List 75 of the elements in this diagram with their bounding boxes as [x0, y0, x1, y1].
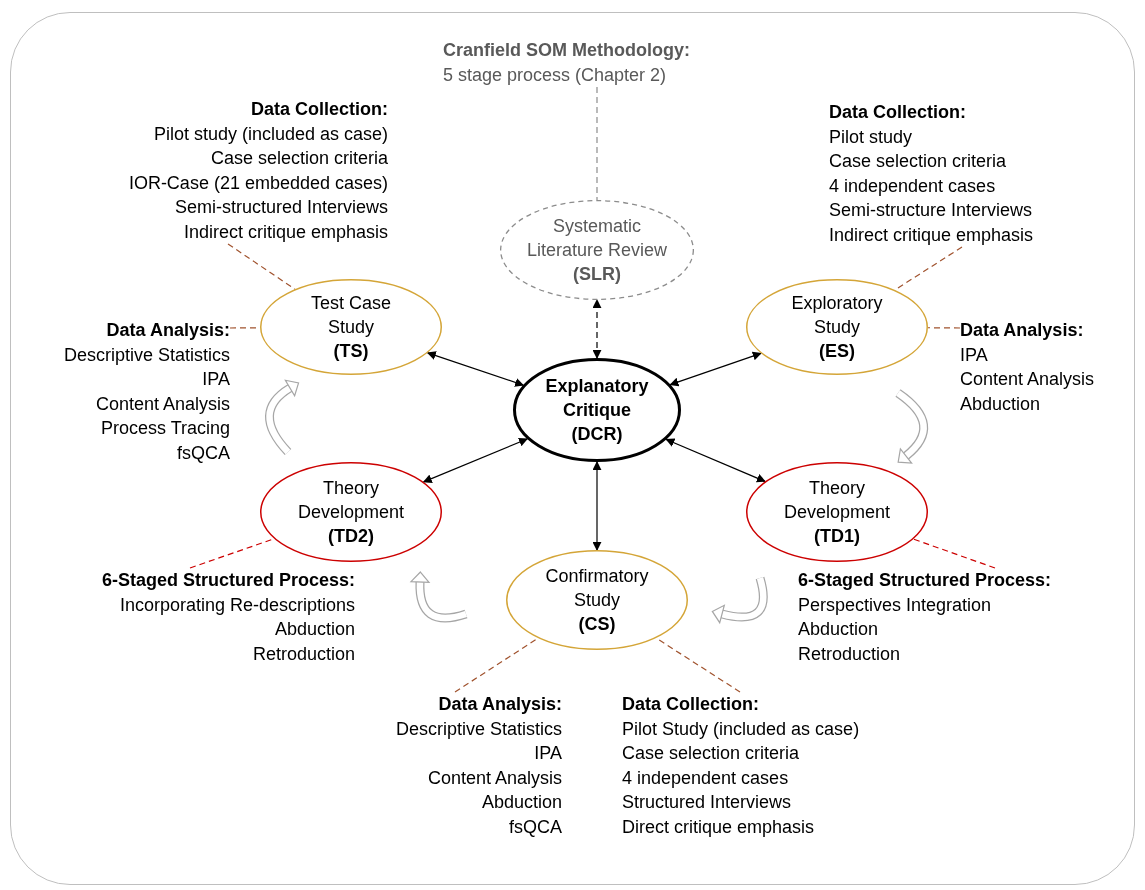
- list-item: Perspectives Integration: [798, 593, 992, 617]
- list-item: 4 independent cases: [829, 174, 996, 198]
- ellipse-node: [506, 550, 688, 650]
- node-label: (TS): [333, 340, 369, 363]
- list-item: IPA: [960, 343, 988, 367]
- list-item: Case selection criteria: [210, 147, 388, 170]
- list-item: Content Analysis: [427, 766, 562, 790]
- arrow: [422, 437, 529, 483]
- list-item: Pilot study (included as case): [153, 122, 388, 146]
- list-item: 5 stage process (Chapter 2): [443, 63, 667, 87]
- list-item: IPA: [202, 368, 230, 391]
- ellipse-node: [260, 279, 442, 375]
- node-label: (CS): [578, 613, 616, 636]
- list-item: IOR-Case (21 embedded cases): [128, 171, 388, 195]
- list-item: fsQCA: [177, 441, 230, 465]
- section-heading: Data Collection:: [622, 693, 759, 716]
- node-label: Explanatory Critique: [544, 375, 650, 422]
- leader-line: [454, 637, 539, 693]
- list-item: Case selection criteria: [622, 742, 800, 765]
- arrow: [665, 438, 766, 483]
- leader-line: [912, 538, 996, 569]
- node-label: (TD1): [814, 525, 860, 548]
- list-item: Indirect critique emphasis: [183, 220, 388, 244]
- list-item: 4 independent cases: [622, 766, 789, 790]
- list-item: Case selection criteria: [829, 150, 1007, 173]
- section-heading: Cranfield SOM Methodology:: [443, 39, 690, 62]
- node-label: Theory Development: [296, 477, 406, 524]
- list-item: Abduction: [481, 791, 562, 814]
- list-item: Descriptive Statistics: [395, 717, 562, 741]
- list-item: Indirect critique emphasis: [829, 223, 1034, 247]
- leader-line: [927, 327, 961, 329]
- ellipse-node: [513, 358, 681, 462]
- leader-line: [596, 86, 598, 201]
- list-item: Abduction: [274, 618, 355, 641]
- ellipse-node: [500, 200, 694, 300]
- node-label: (DCR): [571, 423, 623, 446]
- list-item: Abduction: [798, 618, 879, 641]
- list-item: Abduction: [960, 392, 1041, 416]
- section-heading: Data Analysis:: [438, 693, 562, 716]
- arrow: [669, 351, 762, 387]
- list-item: Retroduction: [798, 642, 901, 666]
- list-item: Process Tracing: [100, 417, 230, 440]
- node-label: Theory Development: [782, 477, 892, 524]
- arrow: [592, 299, 602, 359]
- node-label: Systematic Literature Review: [525, 215, 669, 262]
- list-item: Pilot Study (included as case): [622, 717, 860, 741]
- list-item: Structured Interviews: [622, 791, 792, 814]
- section-heading: 6-Staged Structured Process:: [798, 569, 1052, 592]
- section-heading: 6-Staged Structured Process:: [101, 569, 355, 592]
- node-label: (SLR): [573, 263, 621, 286]
- list-item: Direct critique emphasis: [622, 815, 815, 839]
- node-label: Test Case Study: [309, 292, 392, 339]
- list-item: Content Analysis: [95, 392, 230, 416]
- list-item: fsQCA: [509, 815, 562, 839]
- list-item: Incorporating Re-descriptions: [119, 593, 355, 617]
- section-heading: Data Analysis:: [106, 319, 230, 342]
- node-label: (ES): [819, 340, 855, 363]
- node-label: (TD2): [328, 525, 374, 548]
- arrow: [592, 461, 602, 551]
- list-item: IPA: [534, 742, 562, 765]
- ellipse-node: [260, 462, 442, 562]
- node-label: Exploratory Study: [790, 292, 884, 339]
- section-heading: Data Collection:: [829, 101, 966, 124]
- list-item: Descriptive Statistics: [63, 343, 230, 367]
- list-item: Retroduction: [252, 642, 355, 666]
- list-item: Content Analysis: [960, 368, 1095, 391]
- list-item: Semi-structured Interviews: [174, 196, 388, 219]
- list-item: Pilot study: [829, 125, 913, 149]
- list-item: Semi-structure Interviews: [829, 199, 1033, 222]
- section-heading: Data Collection:: [251, 98, 388, 121]
- section-heading: Data Analysis:: [960, 319, 1084, 342]
- ellipse-node: [746, 279, 928, 375]
- ellipse-node: [746, 462, 928, 562]
- node-label: Confirmatory Study: [544, 565, 650, 612]
- arrow: [426, 351, 525, 387]
